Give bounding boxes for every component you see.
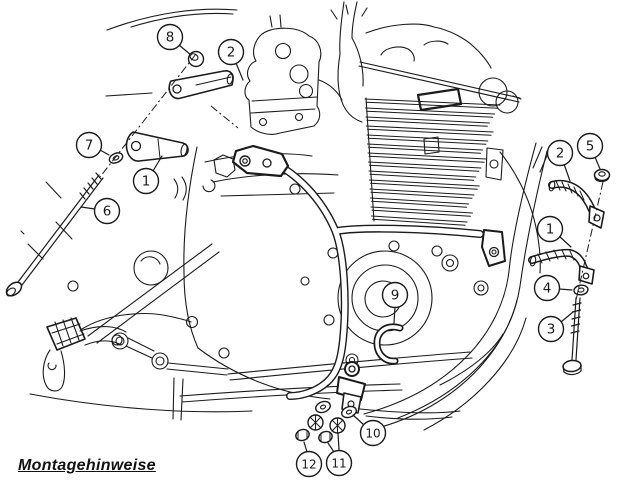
callout-10-11: 10	[352, 414, 387, 447]
callout-5-6: 5	[576, 132, 604, 170]
callout-number: 1	[142, 174, 151, 190]
callout-1-7: 1	[536, 215, 572, 248]
upper-mount-plate	[231, 144, 290, 178]
callout-1-3: 1	[132, 155, 163, 195]
part-bracket-upper-left	[168, 70, 234, 100]
callout-12-13: 12	[295, 441, 323, 478]
bottom-clamp	[336, 361, 366, 417]
callout-3-9: 3	[537, 311, 574, 343]
callout-number: 3	[547, 322, 556, 338]
part-washer-4	[573, 284, 589, 296]
callout-2-5: 2	[546, 139, 574, 182]
callout-number: 4	[543, 281, 552, 297]
callout-number: 5	[586, 139, 595, 155]
part-washers-10	[315, 400, 357, 419]
part-bolt-3	[562, 297, 582, 376]
callout-number: 9	[391, 288, 400, 304]
part-bracket-left	[125, 131, 189, 162]
diagram-title: Montagehinweise	[18, 457, 156, 474]
callout-4-8: 4	[533, 274, 573, 302]
callout-number: 7	[85, 138, 94, 154]
callout-number: 6	[103, 204, 112, 220]
callout-2-1: 2	[217, 38, 245, 81]
callout-8-0: 8	[156, 23, 192, 56]
callout-number: 2	[227, 45, 236, 61]
callout-number: 11	[331, 457, 346, 471]
callout-number: 2	[556, 146, 565, 162]
callout-6-4: 6	[80, 197, 121, 225]
part-bolt-6	[5, 172, 104, 297]
part-hook-9	[373, 323, 404, 365]
callout-7-2: 7	[75, 131, 110, 159]
part-nuts-11-12	[295, 414, 346, 444]
callout-number: 1	[546, 222, 555, 238]
part-bracket-right	[528, 248, 595, 285]
callout-number: 8	[166, 30, 175, 46]
crash-bar	[231, 144, 506, 417]
callout-number: 10	[365, 427, 380, 441]
part-washer-7	[108, 152, 124, 164]
callout-11-12: 11	[325, 432, 353, 477]
part-nut-5	[593, 168, 611, 183]
part-bracket-upper-right	[548, 179, 605, 229]
part-number-callouts: 8 2 7 1 6 2 5 1 4 3 9 10 11 12	[75, 23, 604, 478]
cylinder-cooling-fins	[364, 98, 501, 226]
engine-line-art	[20, 1, 550, 431]
assembly-axis-lines	[99, 53, 604, 301]
part-bolt-8	[187, 50, 205, 68]
callout-9-10: 9	[381, 281, 409, 324]
callout-number: 12	[301, 458, 316, 472]
